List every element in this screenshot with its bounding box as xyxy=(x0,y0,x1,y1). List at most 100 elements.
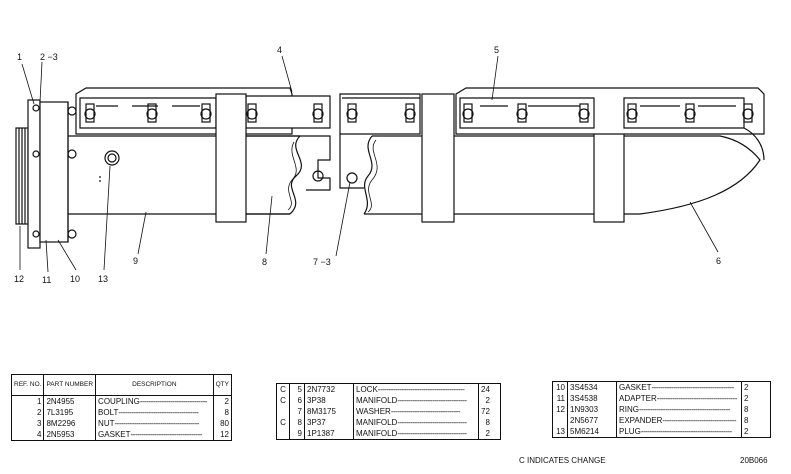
ref-cell: 12 xyxy=(553,404,568,415)
part-cell: 2N5953 xyxy=(43,429,97,440)
qty-cell: 8 xyxy=(224,408,229,417)
qty-cell: 24 xyxy=(481,385,490,394)
callout-5: 5 xyxy=(494,45,499,55)
change-mark: C xyxy=(277,417,290,428)
ref-cell: 5 xyxy=(289,384,305,395)
qty-cell: 2 xyxy=(744,383,749,392)
header-part: PART NUMBER xyxy=(43,375,97,396)
part-cell: 1P1387 xyxy=(304,428,354,439)
callout-11: 11 xyxy=(42,275,51,285)
ref-cell: 6 xyxy=(289,395,305,406)
header-desc: DESCRIPTION xyxy=(95,375,214,396)
desc-text: EXPANDER xyxy=(619,416,663,425)
desc-cell: MANIFOLD-------------------------------- xyxy=(353,428,479,439)
desc-cell: RING------------------------------------… xyxy=(616,404,742,415)
desc-cell: MANIFOLD-------------------------------- xyxy=(353,395,479,406)
callout-1: 1 xyxy=(17,52,22,62)
part-cell: 2N7732 xyxy=(304,384,354,395)
desc-cell: MANIFOLD-------------------------------- xyxy=(353,417,479,428)
part-cell: 8M2296 xyxy=(43,418,97,429)
desc-cell: WASHER-------------------------------- xyxy=(353,406,479,417)
qty-cell: 2 xyxy=(744,427,749,436)
ref-cell: 2 xyxy=(12,407,45,418)
desc-cell: ADAPTER---------------------------------… xyxy=(616,393,742,404)
desc-text: GASKET xyxy=(98,430,131,439)
desc-cell: EXPANDER--------------------------------… xyxy=(616,415,742,426)
desc-cell: LOCK------------------------------------… xyxy=(353,384,479,395)
header-ref: REF. NO. xyxy=(12,375,45,396)
header-qty: QTY xyxy=(213,375,231,396)
part-cell: 3P37 xyxy=(304,417,354,428)
part-cell: 8M3175 xyxy=(304,406,354,417)
ref-cell: 13 xyxy=(553,426,568,437)
qty-cell: 2 xyxy=(485,429,490,438)
part-cell: 2N4955 xyxy=(43,395,97,407)
desc-text: WASHER xyxy=(356,407,391,416)
ref-cell: 7 xyxy=(289,406,305,417)
desc-text: BOLT xyxy=(98,408,119,417)
qty-cell: 2 xyxy=(744,394,749,403)
change-mark xyxy=(277,428,290,439)
callout-2-3: 2 −3 xyxy=(40,52,58,62)
part-cell: 3S4538 xyxy=(567,393,617,404)
callout-4: 4 xyxy=(277,45,282,55)
callout-8: 8 xyxy=(262,257,267,267)
qty-cell: 80 xyxy=(220,419,229,428)
coupling-flange xyxy=(15,99,77,249)
desc-text: ADAPTER xyxy=(619,394,657,403)
ref-cell: 8 xyxy=(289,417,305,428)
ref-cell xyxy=(553,415,568,426)
desc-text: NUT xyxy=(98,419,115,428)
part-cell: 7L3195 xyxy=(43,407,97,418)
desc-text: COUPLING xyxy=(98,397,140,406)
qty-cell: 8 xyxy=(744,416,749,425)
manifold-section-8 xyxy=(246,135,331,215)
part-cell: 1N9303 xyxy=(567,404,617,415)
desc-text: RING xyxy=(619,405,639,414)
change-mark: C xyxy=(277,395,290,406)
manifold-top-flange-left xyxy=(75,87,331,135)
manifold-middle-section xyxy=(339,93,422,215)
desc-text: MANIFOLD xyxy=(356,429,398,438)
desc-cell: GASKET--------------------------------- xyxy=(95,429,214,440)
callout-12: 12 xyxy=(14,274,24,284)
manifold-left-pipe xyxy=(68,135,300,215)
qty-cell: 2 xyxy=(224,397,229,406)
change-mark: C xyxy=(277,384,290,395)
qty-cell: 72 xyxy=(481,407,490,416)
desc-cell: NUT-------------------------------------… xyxy=(95,418,214,429)
desc-cell: GASKET----------------------------------… xyxy=(616,382,742,393)
ref-cell: 4 xyxy=(12,429,45,440)
part-cell: 5M6214 xyxy=(567,426,617,437)
desc-cell: BOLT------------------------------------… xyxy=(95,407,214,418)
ref-cell: 9 xyxy=(289,428,305,439)
ref-cell: 10 xyxy=(553,382,568,393)
part-cell: 3P38 xyxy=(304,395,354,406)
desc-text: LOCK xyxy=(356,385,378,394)
callout-7-3: 7 −3 xyxy=(313,257,331,267)
desc-text: GASKET xyxy=(619,383,652,392)
ref-cell: 3 xyxy=(12,418,45,429)
change-note: C INDICATES CHANGE xyxy=(519,456,606,465)
part-cell: 2N5677 xyxy=(567,415,617,426)
callout-9: 9 xyxy=(133,256,138,266)
callout-10: 10 xyxy=(70,274,80,284)
qty-cell: 8 xyxy=(485,418,490,427)
callout-13: 13 xyxy=(98,274,108,284)
manifold-right-end xyxy=(454,87,765,215)
ref-cell: 11 xyxy=(553,393,568,404)
desc-text: MANIFOLD xyxy=(356,396,398,405)
desc-text: PLUG xyxy=(619,427,641,436)
